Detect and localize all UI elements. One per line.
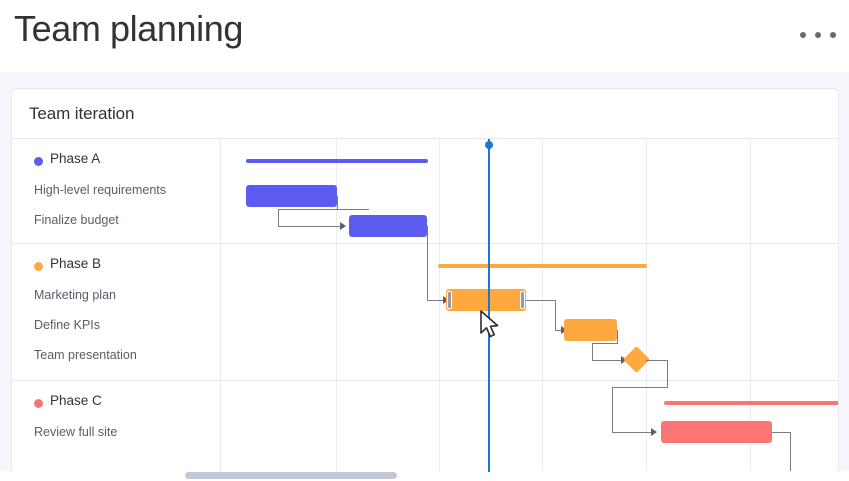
task-bar-marketing-plan[interactable] (446, 289, 526, 311)
task-name-column: Phase A High-level requirements Finalize… (12, 139, 221, 472)
kebab-menu-icon[interactable] (800, 26, 836, 44)
task-label-finalize-budget[interactable]: Finalize budget (34, 213, 119, 227)
connector-segment (612, 387, 668, 388)
today-marker-line (488, 139, 490, 472)
connector-segment (612, 432, 656, 433)
resize-handle-left[interactable] (447, 291, 452, 309)
task-bar-high-level-requirements[interactable] (246, 185, 337, 207)
row-divider (221, 243, 838, 244)
task-bar-define-kpis[interactable] (564, 319, 617, 341)
task-bar-review-full-site[interactable] (661, 421, 772, 443)
connector-segment (612, 387, 613, 432)
board-card-header: Team iteration (12, 89, 838, 139)
group-title-phase-c: Phase C (50, 393, 102, 408)
group-title-phase-b: Phase B (50, 256, 102, 271)
grid-line (646, 139, 647, 472)
connector-segment (592, 343, 593, 360)
connector-segment (592, 360, 625, 361)
horizontal-scrollbar-track[interactable] (0, 471, 849, 481)
group-title-phase-a: Phase A (50, 151, 101, 166)
task-label-define-kpis[interactable]: Define KPIs (34, 318, 101, 332)
gantt-timeline[interactable] (221, 139, 838, 472)
task-group-phase-c: Phase C Review full site (12, 381, 220, 472)
gantt-chart: Phase A High-level requirements Finalize… (12, 139, 838, 472)
connector-segment (555, 300, 556, 330)
task-group-phase-a: Phase A High-level requirements Finalize… (12, 139, 220, 244)
group-color-dot-phase-a (34, 157, 43, 166)
connector-segment (427, 226, 428, 300)
task-label-team-presentation[interactable]: Team presentation (34, 348, 137, 362)
grid-line (750, 139, 751, 472)
kebab-dot-2 (815, 32, 821, 38)
connector-segment (526, 300, 556, 301)
connector-segment (278, 226, 341, 227)
connector-segment (790, 432, 791, 472)
page-body: Team iteration Phase A High-level requir… (0, 72, 849, 481)
gantt-board-card: Team iteration Phase A High-level requir… (11, 88, 839, 473)
grid-line (439, 139, 440, 472)
task-label-review-full-site[interactable]: Review full site (34, 425, 118, 439)
connector-segment (278, 209, 279, 226)
task-label-high-level-requirements[interactable]: High-level requirements (34, 183, 167, 197)
page-header: Team planning (0, 0, 849, 72)
kebab-dot-1 (800, 32, 806, 38)
task-bar-finalize-budget[interactable] (349, 215, 427, 237)
resize-handle-right[interactable] (520, 291, 525, 309)
connector-segment (278, 209, 369, 210)
connector-segment (772, 432, 791, 433)
connector-segment (617, 330, 618, 343)
grid-line (542, 139, 543, 472)
grid-line (336, 139, 337, 472)
row-divider (221, 380, 838, 381)
connector-segment (427, 300, 449, 301)
connector-arrow (651, 428, 657, 436)
page-title: Team planning (14, 8, 243, 49)
group-color-dot-phase-c (34, 399, 43, 408)
group-color-dot-phase-b (34, 262, 43, 271)
board-title: Team iteration (29, 104, 135, 123)
kebab-dot-3 (830, 32, 836, 38)
connector-segment (337, 196, 338, 209)
task-group-phase-b: Phase B Marketing plan Define KPIs Team … (12, 244, 220, 381)
task-label-marketing-plan[interactable]: Marketing plan (34, 288, 116, 302)
connector-arrow (340, 222, 346, 230)
connector-segment (667, 360, 668, 387)
connector-segment (592, 343, 618, 344)
summary-bar-phase-a[interactable] (246, 159, 428, 163)
horizontal-scrollbar-thumb[interactable] (185, 472, 397, 479)
summary-bar-phase-b[interactable] (438, 264, 647, 268)
summary-bar-phase-c[interactable] (664, 401, 838, 405)
connector-segment (646, 360, 668, 361)
